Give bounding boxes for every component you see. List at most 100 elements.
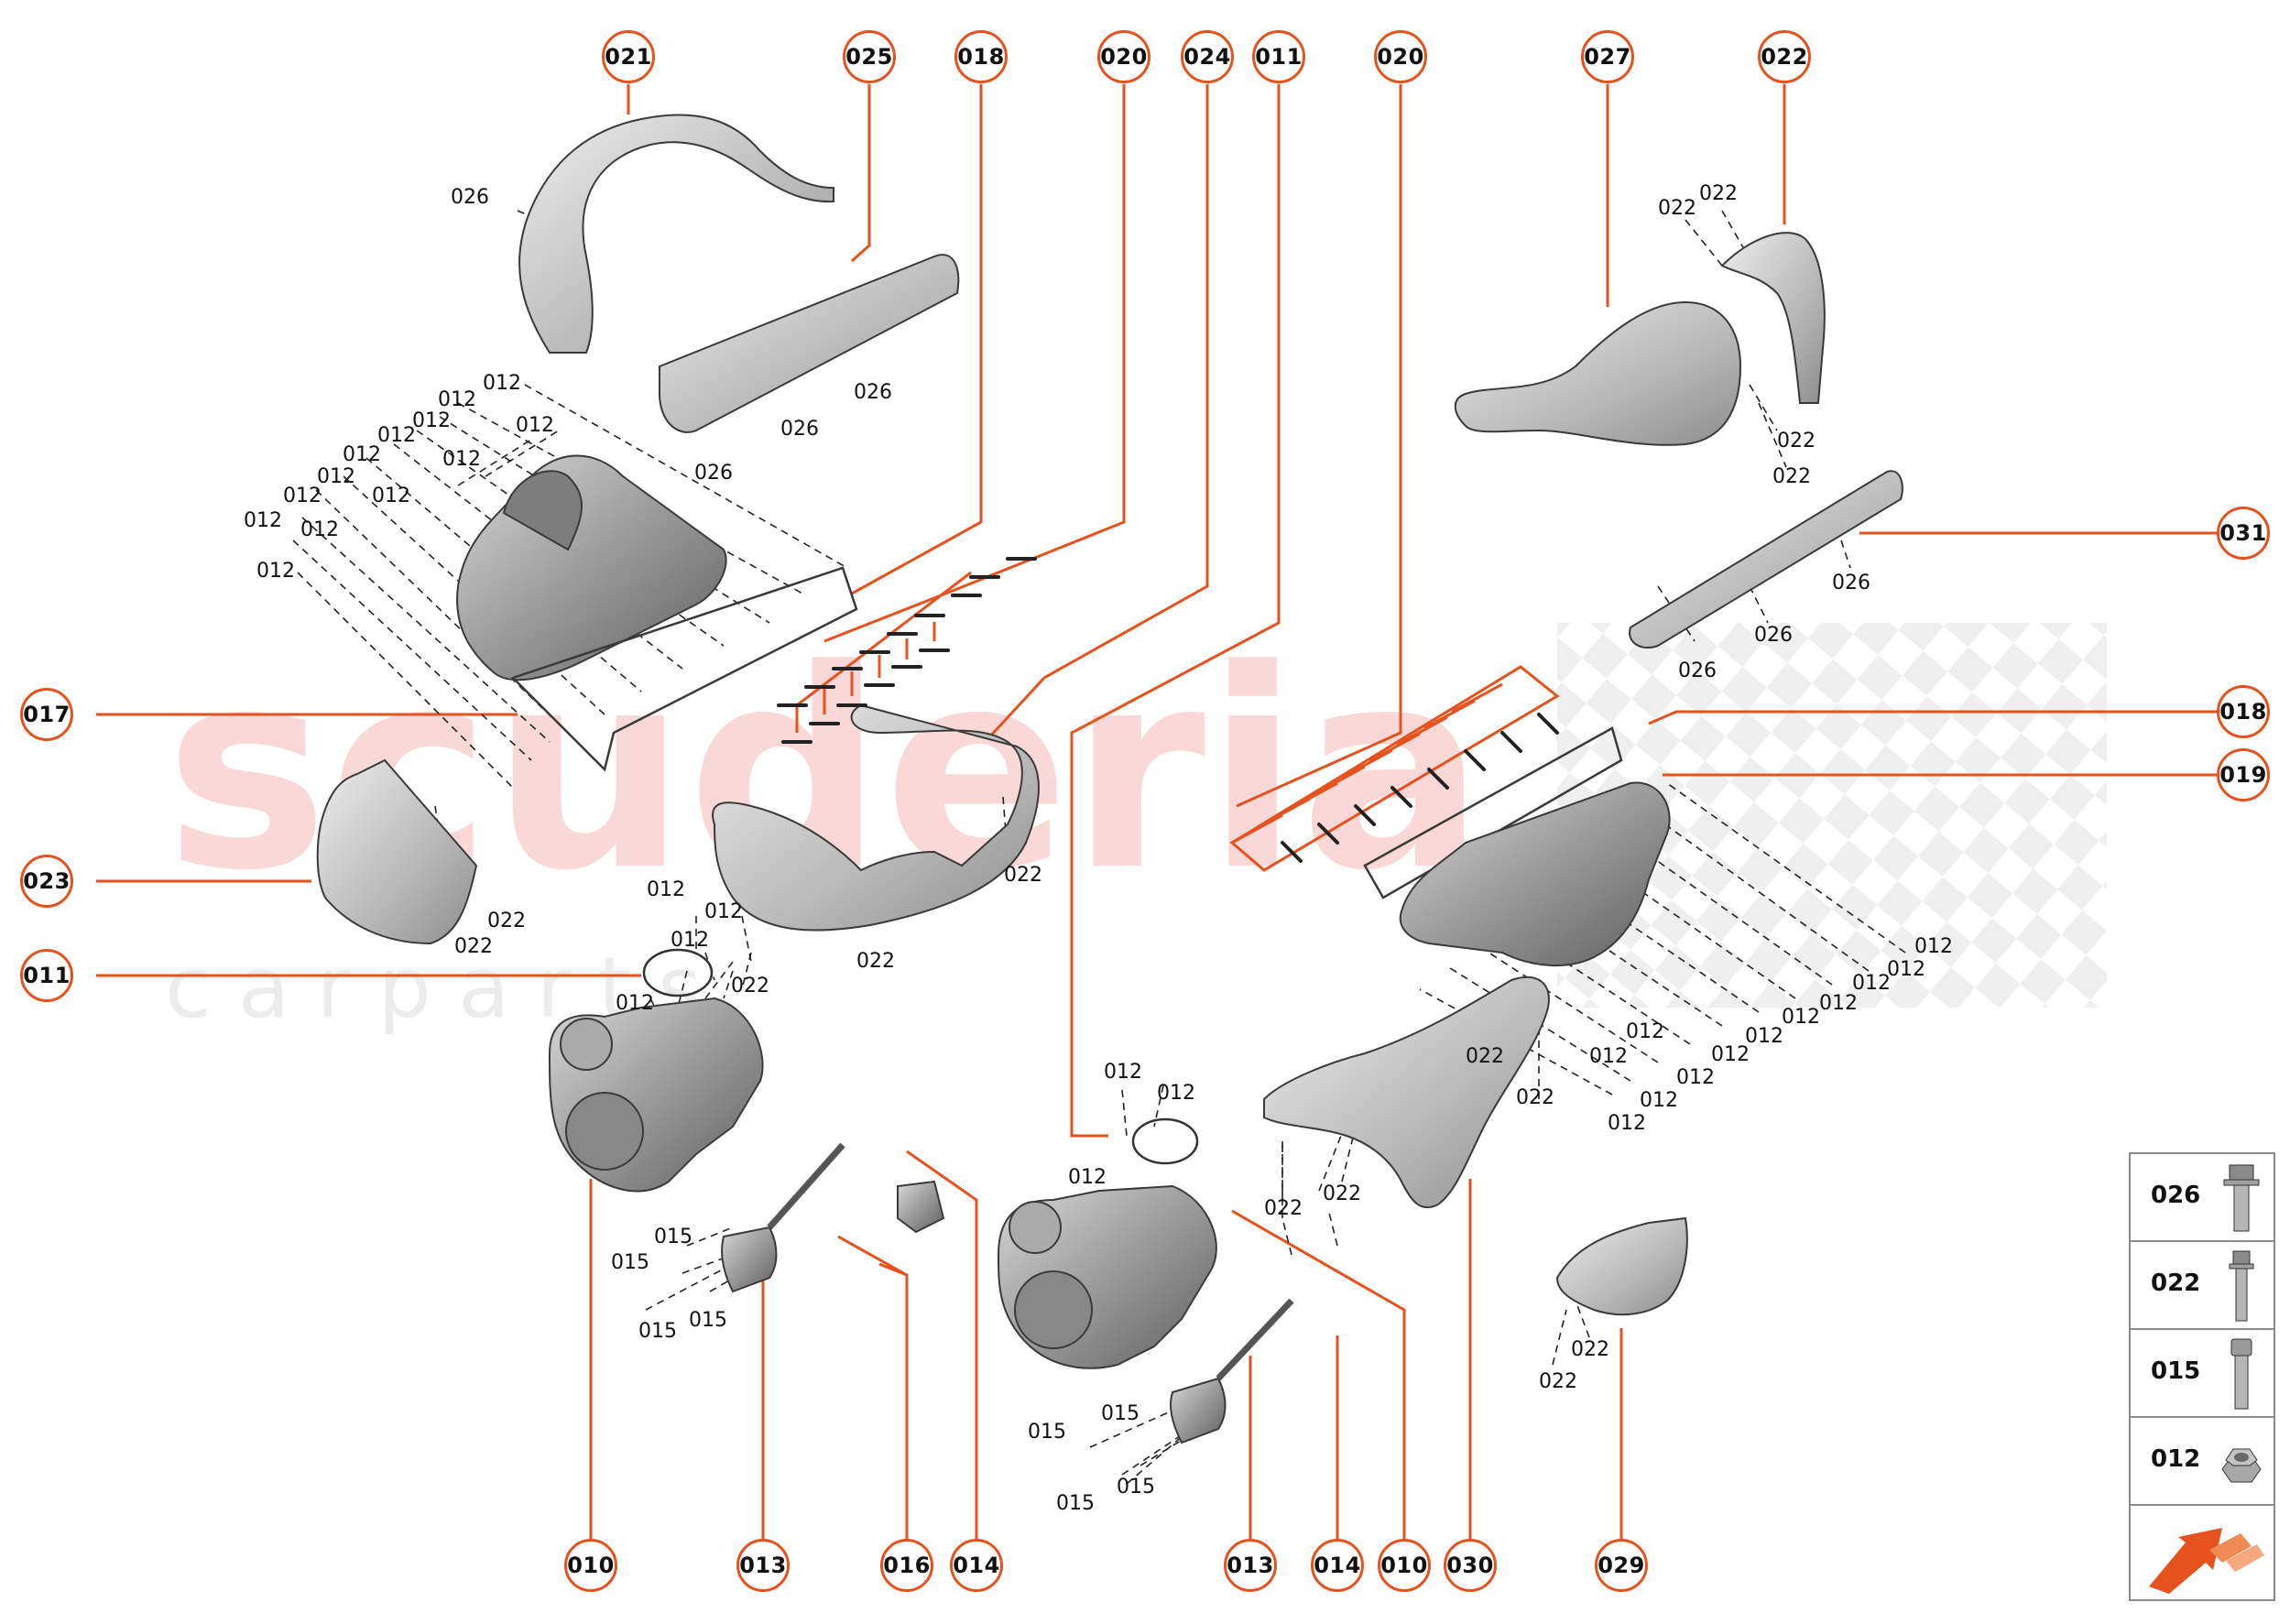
label-012: 012 (704, 900, 743, 923)
callout-018[interactable]: 018 (954, 30, 1008, 83)
label-012: 012 (1914, 935, 1953, 958)
turbo-gasket-left (642, 948, 714, 997)
turbo-right-inlet (1009, 1201, 1062, 1254)
label-022: 022 (1699, 182, 1738, 205)
heat-shield-031 (1629, 470, 1903, 649)
label-022: 022 (1004, 864, 1042, 887)
label-026: 026 (451, 186, 489, 209)
manifold-gasket-left (510, 566, 858, 772)
legend-code: 026 (2151, 1182, 2201, 1209)
label-022: 022 (1658, 197, 1696, 220)
legend-row-026: 026 (2131, 1154, 2274, 1242)
callout-014[interactable]: 014 (1311, 1539, 1364, 1592)
part-number-labels: 026 026 026 026 012 012 012 012 012 012 … (244, 182, 1953, 1515)
callout-013[interactable]: 013 (1224, 1539, 1277, 1592)
label-015: 015 (654, 1226, 692, 1248)
stud-group (777, 557, 1559, 863)
label-012: 012 (1640, 1089, 1678, 1112)
label-012: 012 (442, 448, 481, 471)
label-022: 022 (1777, 430, 1816, 452)
callout-016[interactable]: 016 (880, 1539, 933, 1592)
label-012: 012 (1608, 1112, 1646, 1135)
actuator-right-rod (1216, 1298, 1294, 1381)
hex-nut-icon (2221, 1448, 2262, 1483)
label-026: 026 (780, 418, 819, 441)
legend-code: 022 (2151, 1270, 2201, 1297)
next-page-arrow-icon[interactable] (2131, 1506, 2274, 1599)
label-012: 012 (1887, 958, 1925, 981)
label-012: 012 (283, 485, 322, 507)
callout-017[interactable]: 017 (20, 688, 73, 741)
label-022: 022 (1466, 1045, 1504, 1068)
label-012: 012 (1782, 1006, 1820, 1029)
label-012: 012 (377, 424, 416, 447)
label-015: 015 (611, 1251, 649, 1274)
callout-025[interactable]: 025 (843, 30, 896, 83)
legend-row-012: 012 (2131, 1418, 2274, 1506)
watermark: scuderia c a r p a r t s (165, 611, 2107, 1037)
label-022: 022 (487, 910, 526, 932)
label-012: 012 (647, 878, 685, 901)
label-012: 012 (1104, 1061, 1142, 1084)
label-012: 012 (1626, 1020, 1664, 1043)
label-022: 022 (856, 950, 895, 973)
callout-011[interactable]: 011 (20, 949, 73, 1002)
label-022: 022 (454, 935, 493, 958)
callout-022[interactable]: 022 (1758, 30, 1811, 83)
label-012: 012 (372, 485, 410, 507)
label-012: 012 (516, 414, 554, 437)
label-015: 015 (689, 1309, 727, 1332)
label-012: 012 (300, 518, 339, 541)
wastegate-sensor-016 (897, 1180, 945, 1234)
callout-027[interactable]: 027 (1581, 30, 1634, 83)
callout-029[interactable]: 029 (1595, 1539, 1648, 1592)
callout-021[interactable]: 021 (602, 30, 655, 83)
legend-code: 012 (2151, 1445, 2201, 1473)
label-026: 026 (694, 462, 733, 485)
label-026: 026 (1678, 659, 1717, 682)
label-022: 022 (1539, 1370, 1577, 1393)
callout-030[interactable]: 030 (1444, 1539, 1497, 1592)
heat-shield-029 (1555, 1216, 1688, 1316)
label-015: 015 (1117, 1476, 1155, 1499)
callout-011[interactable]: 011 (1252, 30, 1305, 83)
label-022: 022 (1516, 1086, 1554, 1109)
exhaust-manifold-right (1399, 781, 1671, 966)
label-015: 015 (1101, 1402, 1140, 1425)
callout-014[interactable]: 014 (950, 1539, 1003, 1592)
turbo-left-housing (565, 1092, 644, 1171)
callout-024[interactable]: 024 (1181, 30, 1234, 83)
callout-019[interactable]: 019 (2217, 748, 2270, 801)
callout-010[interactable]: 010 (564, 1539, 617, 1592)
heat-shield-027 (1454, 300, 1742, 446)
callout-020[interactable]: 020 (1374, 30, 1427, 83)
label-022: 022 (731, 975, 769, 997)
flange-bolt-icon (2223, 1164, 2260, 1232)
label-026: 026 (1754, 624, 1793, 647)
actuator-right (1170, 1377, 1227, 1444)
label-012: 012 (1157, 1082, 1195, 1105)
label-022: 022 (1571, 1338, 1609, 1361)
heat-shield-024 (712, 703, 1040, 932)
label-026: 026 (1832, 572, 1870, 594)
callout-018[interactable]: 018 (2217, 685, 2270, 738)
label-026: 026 (854, 381, 892, 404)
label-015: 015 (1028, 1421, 1066, 1444)
actuator-left (721, 1226, 778, 1293)
label-015: 015 (1056, 1492, 1095, 1515)
legend-row-022: 022 (2131, 1242, 2274, 1330)
callout-023[interactable]: 023 (20, 855, 73, 908)
callout-010[interactable]: 010 (1378, 1539, 1431, 1592)
callout-031[interactable]: 031 (2217, 507, 2270, 560)
label-012: 012 (1745, 1025, 1783, 1048)
label-022: 022 (1323, 1183, 1361, 1205)
actuator-left-rod (767, 1142, 845, 1230)
heat-shield-022 (1720, 232, 1826, 404)
label-015: 015 (638, 1320, 677, 1343)
socket-screw-icon (2230, 1338, 2252, 1410)
part-shapes (316, 114, 1903, 1444)
callout-013[interactable]: 013 (736, 1539, 790, 1592)
manifold-pipe (502, 470, 583, 551)
label-012: 012 (1676, 1066, 1715, 1089)
callout-020[interactable]: 020 (1097, 30, 1150, 83)
